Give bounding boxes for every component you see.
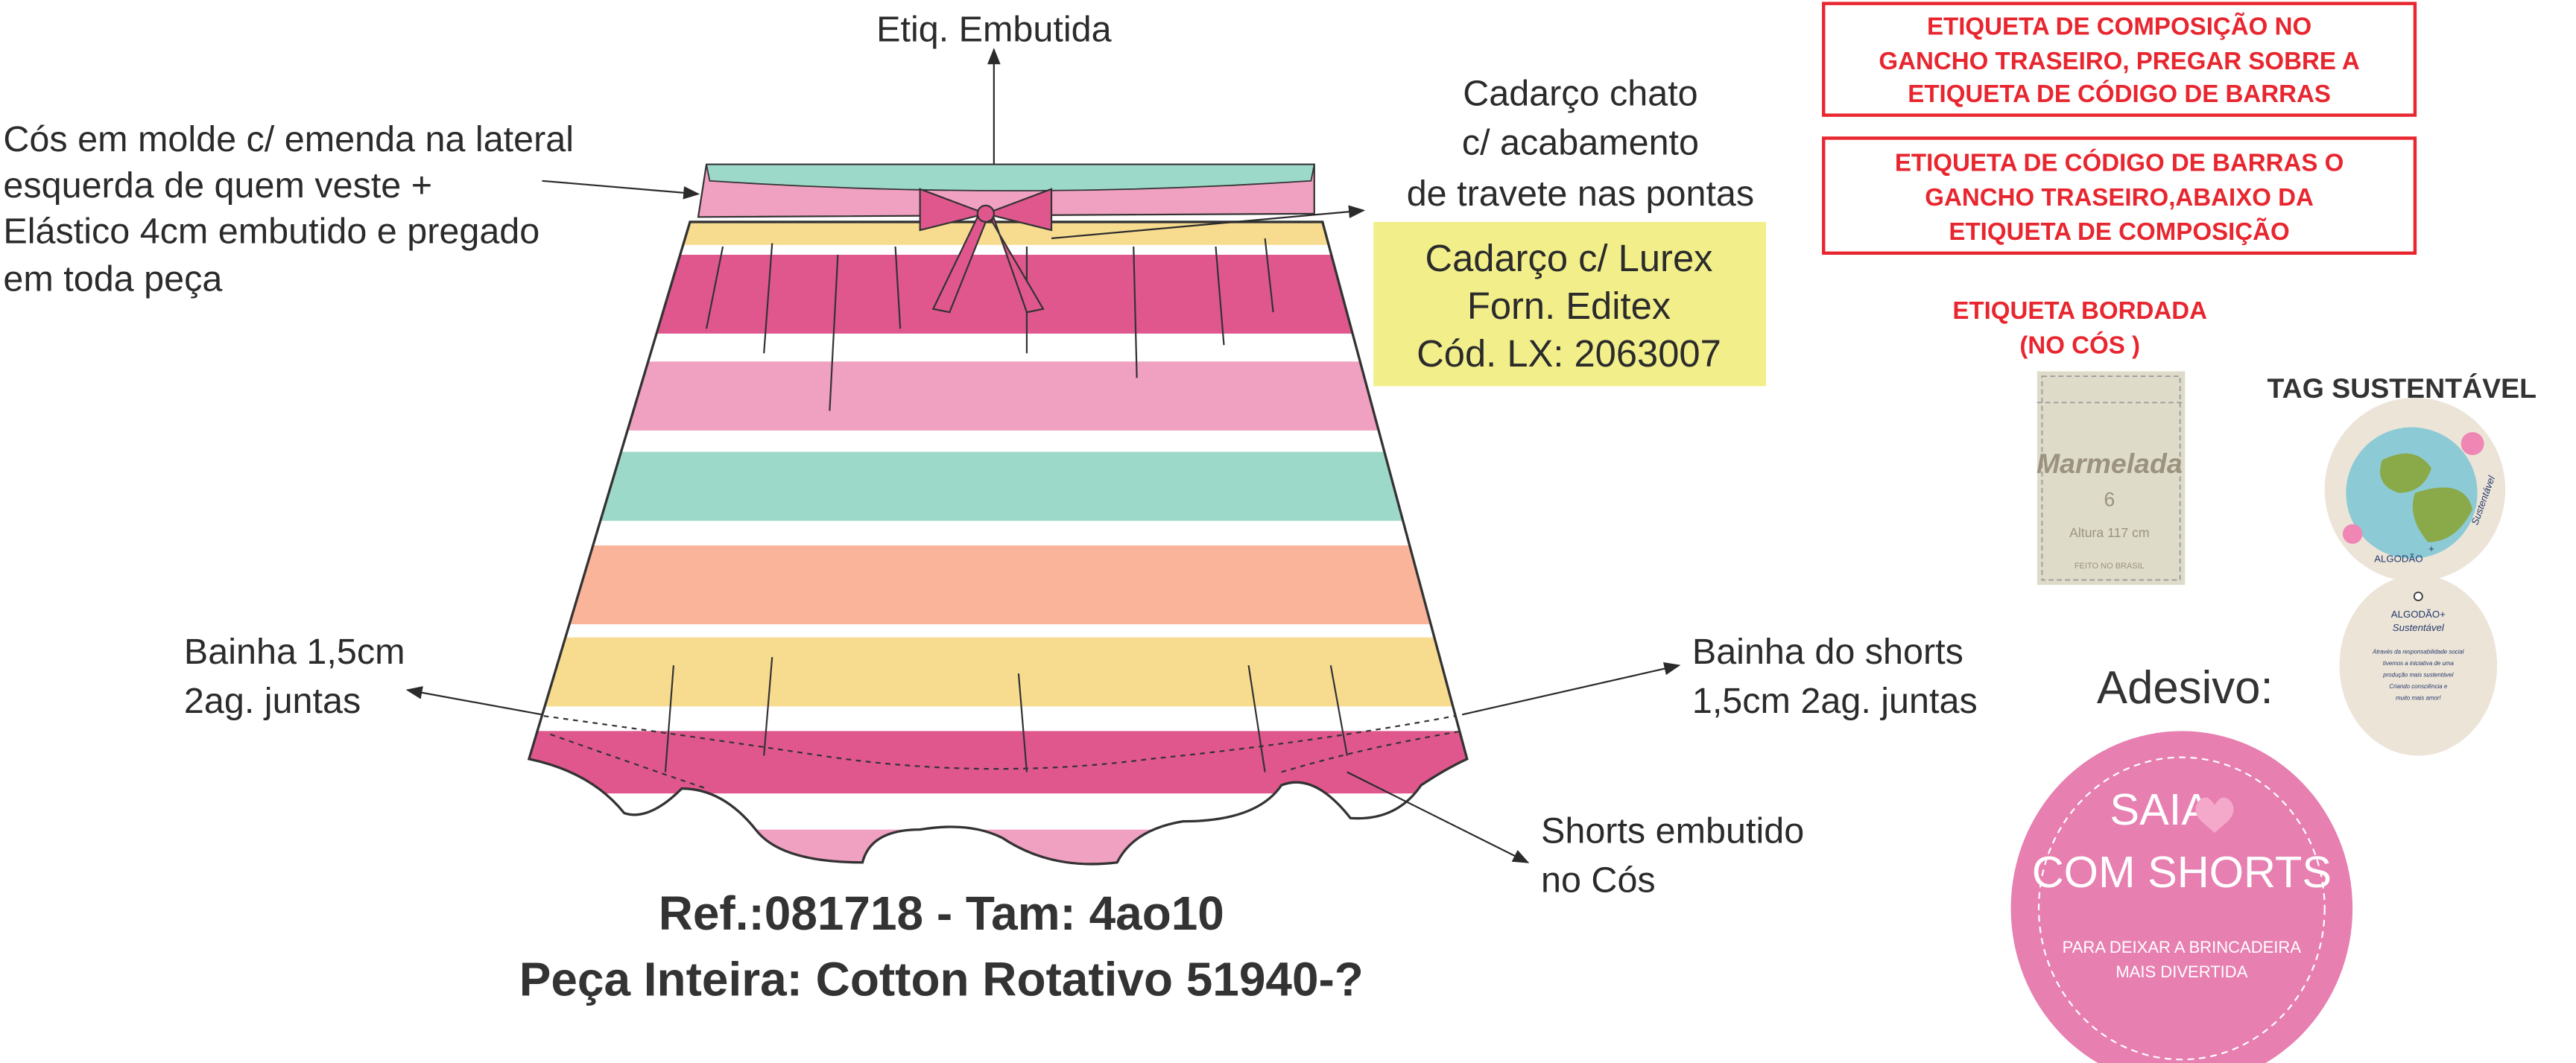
svg-text:Sustentável: Sustentável [2393,622,2445,633]
svg-text:c/ acabamento: c/ acabamento [1462,123,1699,163]
fabric-info: Peça Inteira: Cotton Rotativo 51940-? [519,952,1364,1006]
svg-text:Criando consciência e: Criando consciência e [2389,683,2448,690]
svg-text:Cód. LX: 2063007: Cód. LX: 2063007 [1417,332,1721,375]
svg-text:GANCHO TRASEIRO, PREGAR SOBRE: GANCHO TRASEIRO, PREGAR SOBRE A [1879,48,2359,75]
heart-icon [2195,797,2234,834]
annotation-bainha: Bainha 1,5cm 2ag. juntas [184,632,405,721]
svg-text:Cadarço c/ Lurex: Cadarço c/ Lurex [1425,237,1713,279]
svg-text:Cós em molde c/ emenda na late: Cós em molde c/ emenda na lateral [3,119,574,159]
svg-text:Altura 117 cm: Altura 117 cm [2069,525,2149,540]
svg-text:ALGODÃO: ALGODÃO [2374,553,2422,564]
annotation-shorts-embutido: Shorts embutido no Cós [1541,810,1804,900]
red-note-composicao: ETIQUETA DE COMPOSIÇÃO NO GANCHO TRASEIR… [1822,1,2417,117]
red-note-codigo-barras: ETIQUETA DE CÓDIGO DE BARRAS O GANCHO TR… [1822,136,2417,256]
skirt-drawing [527,163,1469,866]
svg-text:SAIA: SAIA [2110,784,2211,834]
svg-text:produção mais sustentável: produção mais sustentável [2382,672,2453,679]
svg-text:Cadarço chato: Cadarço chato [1463,73,1697,113]
svg-text:TAG SUSTENTÁVEL: TAG SUSTENTÁVEL [2268,372,2537,404]
svg-text:6: 6 [2104,488,2115,510]
svg-text:Bainha do shorts: Bainha do shorts [1692,632,1963,672]
svg-text:Shorts embutido: Shorts embutido [1541,810,1804,851]
svg-text:Bainha 1,5cm: Bainha 1,5cm [184,632,405,672]
svg-text:ALGODÃO+: ALGODÃO+ [2391,609,2446,620]
etiqueta-bordada: ETIQUETA BORDADA (NO CÓS ) Marmelada 6 A… [1952,297,2207,586]
svg-text:(NO CÓS ): (NO CÓS ) [2019,331,2140,359]
svg-text:em toda peça: em toda peça [3,259,222,299]
svg-text:MAIS DIVERTIDA: MAIS DIVERTIDA [2115,962,2247,981]
svg-text:ETIQUETA DE CÓDIGO DE BARRAS: ETIQUETA DE CÓDIGO DE BARRAS [1908,80,2331,108]
svg-text:tivemos a iniciativa de uma: tivemos a iniciativa de uma [2383,660,2455,667]
svg-text:GANCHO TRASEIRO,ABAIXO DA: GANCHO TRASEIRO,ABAIXO DA [1925,184,2314,212]
drawstring-bow [919,188,1053,314]
svg-text:Através da responsabilidade so: Através da responsabilidade social [2372,649,2464,656]
svg-text:1,5cm 2ag. juntas: 1,5cm 2ag. juntas [1692,681,1978,721]
annotation-cos: Cós em molde c/ emenda na lateral esquer… [3,119,574,299]
adesivo-sticker: SAIA COM SHORTS PARA DEIXAR A BRINCADEIR… [2010,731,2353,1063]
label-adesivo: Adesivo: [2097,662,2273,714]
svg-text:ETIQUETA DE COMPOSIÇÃO NO: ETIQUETA DE COMPOSIÇÃO NO [1927,13,2311,41]
svg-text:PARA DEIXAR A BRINCADEIRA: PARA DEIXAR A BRINCADEIRA [2063,938,2302,956]
annotation-bainha-shorts: Bainha do shorts 1,5cm 2ag. juntas [1692,632,1978,721]
svg-text:ETIQUETA DE COMPOSIÇÃO: ETIQUETA DE COMPOSIÇÃO [1949,218,2289,246]
svg-text:no Cós: no Cós [1541,860,1656,900]
svg-text:Forn. Editex: Forn. Editex [1467,285,1671,327]
svg-text:esquerda de quem veste +: esquerda de quem veste + [3,165,432,206]
svg-text:de travete nas pontas: de travete nas pontas [1407,174,1754,214]
tag-sustentavel: TAG SUSTENTÁVEL ALGODÃO + Sustentável AL… [2268,372,2537,756]
svg-text:muito mais amor!: muito mais amor! [2396,694,2442,701]
svg-text:Marmelada: Marmelada [2037,448,2183,479]
svg-text:Elástico 4cm embutido e pregad: Elástico 4cm embutido e pregado [3,212,539,252]
reference-size: Ref.:081718 - Tam: 4ao10 [659,886,1224,940]
annotation-cadarco: Cadarço chato c/ acabamento de travete n… [1407,73,1754,213]
svg-text:+: + [2428,543,2434,554]
svg-text:ETIQUETA BORDADA: ETIQUETA BORDADA [1952,297,2207,325]
svg-text:2ag. juntas: 2ag. juntas [184,681,361,721]
svg-text:COM SHORTS: COM SHORTS [2032,847,2332,897]
label-etiq-embutida: Etiq. Embutida [876,9,1111,49]
svg-text:FEITO NO BRASIL: FEITO NO BRASIL [2075,562,2145,571]
lurex-info-box: Cadarço c/ Lurex Forn. Editex Cód. LX: 2… [1373,221,1767,387]
svg-text:ETIQUETA DE CÓDIGO DE BARRAS O: ETIQUETA DE CÓDIGO DE BARRAS O [1895,149,2344,177]
